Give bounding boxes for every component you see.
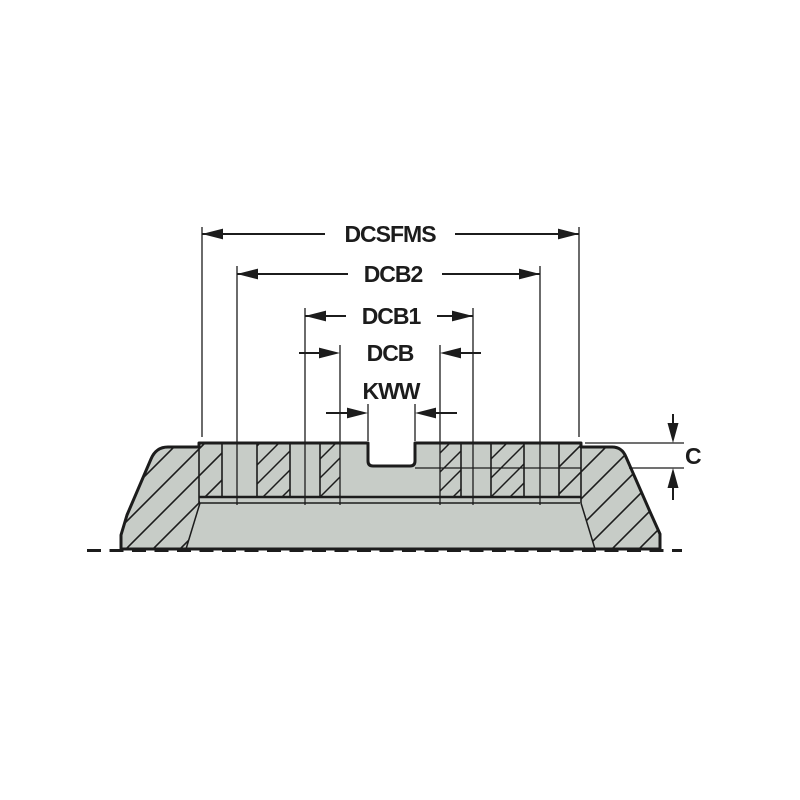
hub-right-edge bbox=[580, 502, 596, 550]
band-hatch-cell-3 bbox=[440, 443, 461, 497]
kww-label: KWW bbox=[362, 378, 420, 404]
band-hatch-cell-1 bbox=[257, 443, 290, 497]
band-hatch-cell-4 bbox=[491, 443, 524, 497]
arrow-right-icon bbox=[519, 268, 540, 280]
band-hatch-cell-2 bbox=[320, 443, 340, 497]
left-wedge-hatch bbox=[121, 443, 222, 549]
dcb-label: DCB bbox=[367, 340, 414, 366]
dcsfms-label: DCSFMS bbox=[344, 221, 436, 247]
dimension-dcb: DCB bbox=[299, 340, 481, 366]
dimension-c: C bbox=[667, 414, 702, 500]
hub-left-edge bbox=[185, 502, 201, 550]
arrow-up-icon bbox=[667, 468, 679, 488]
arrow-left-icon bbox=[202, 228, 223, 240]
dimension-dcb1: DCB1 bbox=[305, 303, 473, 329]
dimension-kww: KWW bbox=[326, 378, 457, 419]
arrow-inward-left-icon bbox=[347, 407, 368, 419]
c-label: C bbox=[685, 443, 701, 469]
arrow-down-icon bbox=[667, 423, 679, 443]
right-wedge-hatch bbox=[559, 443, 660, 549]
arrow-inward-left-icon bbox=[319, 347, 340, 359]
dcb1-label: DCB1 bbox=[362, 303, 422, 329]
dcb2-label: DCB2 bbox=[364, 261, 423, 287]
dimension-dcsfms: DCSFMS bbox=[202, 221, 579, 247]
arrow-inward-right-icon bbox=[415, 407, 436, 419]
extension-lines bbox=[201, 227, 684, 505]
arrow-right-icon bbox=[558, 228, 579, 240]
bore-wall-lines bbox=[198, 443, 582, 503]
arrow-left-icon bbox=[305, 310, 326, 322]
arrow-right-icon bbox=[452, 310, 473, 322]
arrow-inward-right-icon bbox=[440, 347, 461, 359]
dimension-dcb2: DCB2 bbox=[237, 261, 540, 287]
arrow-left-icon bbox=[237, 268, 258, 280]
